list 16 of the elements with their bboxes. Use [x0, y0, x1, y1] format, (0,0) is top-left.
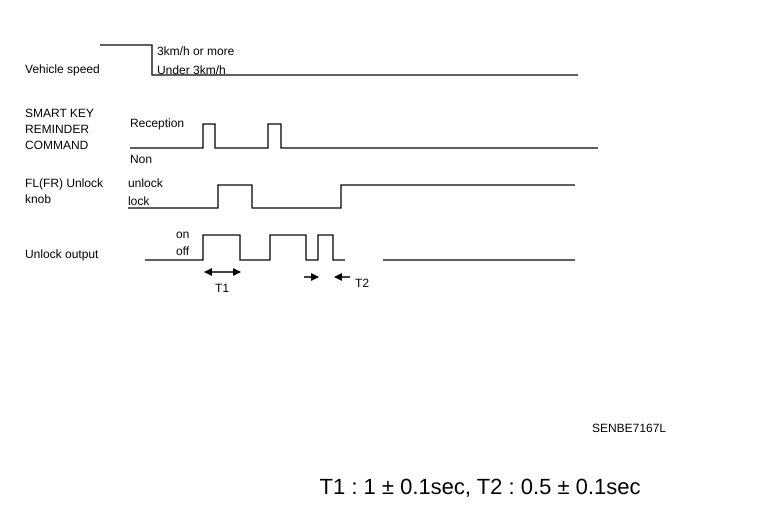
state-label: Non [130, 151, 152, 167]
state-label: 3km/h or more [157, 43, 234, 59]
figure-code: SENBE7167L [592, 420, 666, 436]
state-label: on [176, 226, 190, 242]
state-label: unlock [128, 175, 163, 191]
signal-name: SMART KEY REMINDER COMMAND [25, 105, 95, 153]
state-label: lock [128, 193, 150, 209]
signal-name: FL(FR) Unlock knob [25, 175, 104, 207]
caption: T1 : 1 ± 0.1sec, T2 : 0.5 ± 0.1sec [320, 473, 640, 501]
timing-label: T1 [215, 280, 230, 296]
state-label: off [176, 243, 190, 259]
signal-name: Unlock output [25, 246, 98, 262]
state-label: Under 3km/h [157, 62, 226, 78]
signal-name: Vehicle speed [25, 61, 100, 77]
state-label: Reception [130, 115, 184, 131]
timing-label: T2 [355, 275, 370, 291]
